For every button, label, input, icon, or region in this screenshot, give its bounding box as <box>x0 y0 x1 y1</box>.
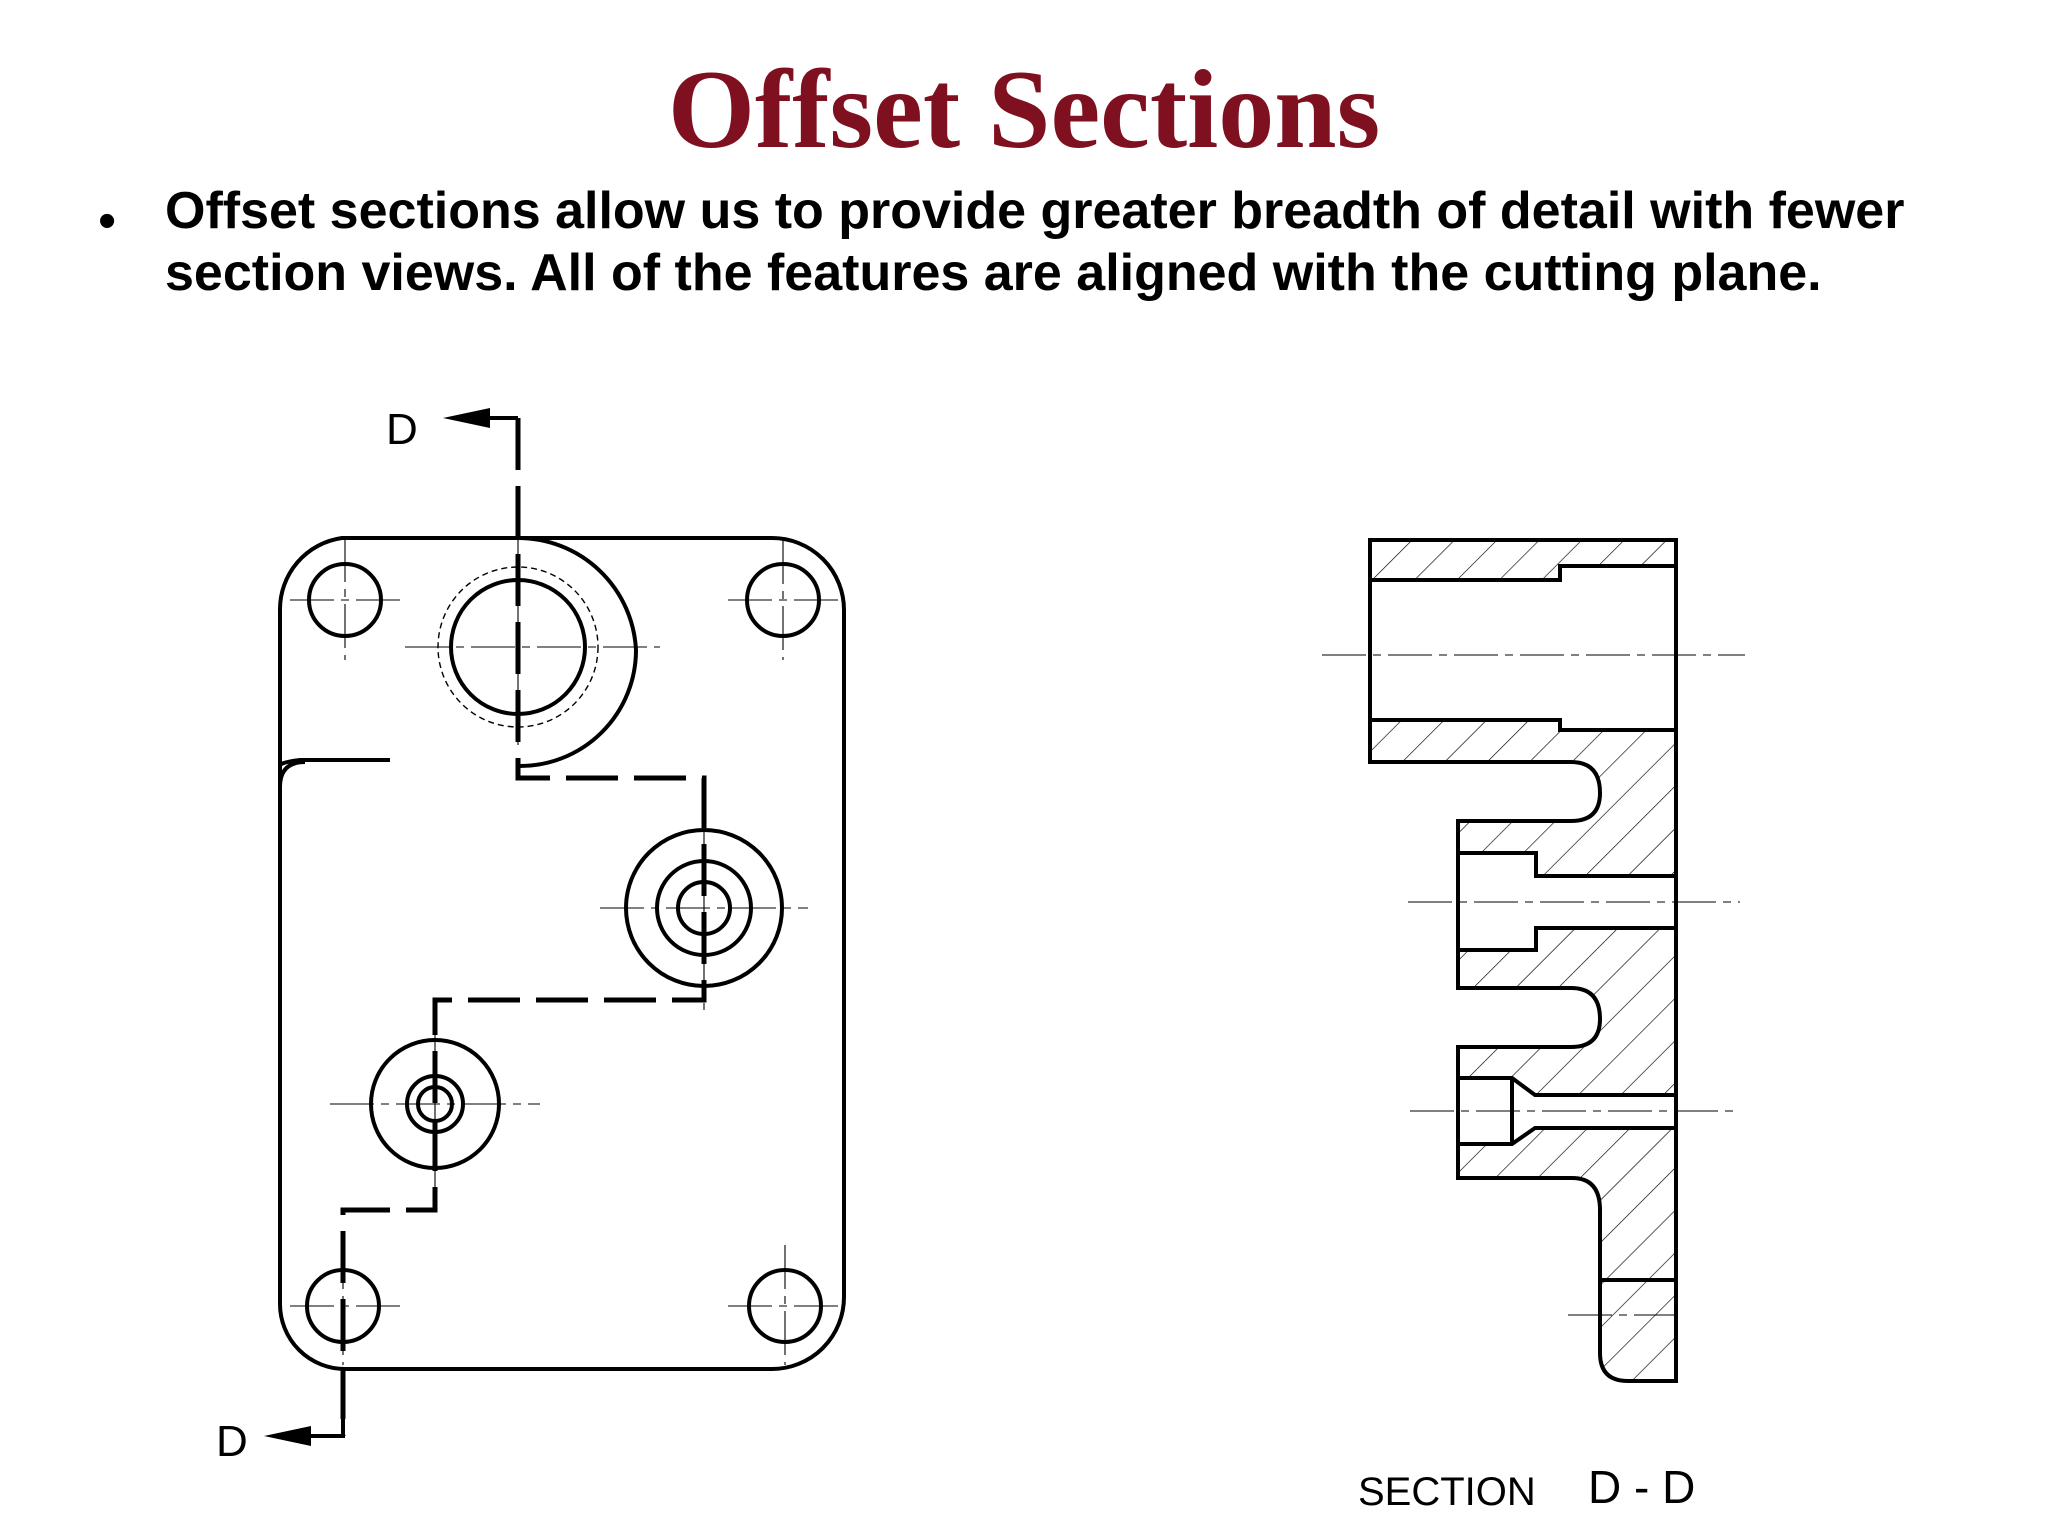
front-view-step-fillet <box>278 760 306 788</box>
section-hatched-material <box>1368 538 1678 1383</box>
corner-hole-bottom-right <box>728 1245 843 1365</box>
section-top-bore <box>1368 564 1678 732</box>
front-view-step-line <box>278 758 390 767</box>
slide-title: Offset Sections <box>667 48 1381 172</box>
section-view: SECTION D - D <box>1322 538 1745 1514</box>
cutting-plane-arrow-top <box>470 416 520 470</box>
front-view: D D <box>216 405 846 1466</box>
bullet-text: Offset sections allow us to provide grea… <box>165 182 1905 302</box>
cutting-plane-arrow-bottom <box>300 1380 345 1438</box>
corner-hole-bottom-left <box>290 1245 405 1365</box>
section-caption-word: SECTION <box>1358 1470 1536 1514</box>
corner-hole-top-left <box>290 538 405 660</box>
arrowhead-top <box>443 408 490 428</box>
cut-label-top: D <box>386 405 418 454</box>
middle-counterbore <box>600 805 808 1010</box>
cutting-plane-line <box>340 418 707 1436</box>
corner-hole-top-right <box>728 540 843 660</box>
cut-label-bottom: D <box>216 1417 248 1466</box>
bullet-marker: • <box>98 192 117 250</box>
section-caption-id: D - D <box>1588 1461 1695 1513</box>
front-view-outline <box>277 536 846 1371</box>
top-boss-outline <box>517 535 639 769</box>
arrowhead-bottom <box>264 1426 311 1446</box>
